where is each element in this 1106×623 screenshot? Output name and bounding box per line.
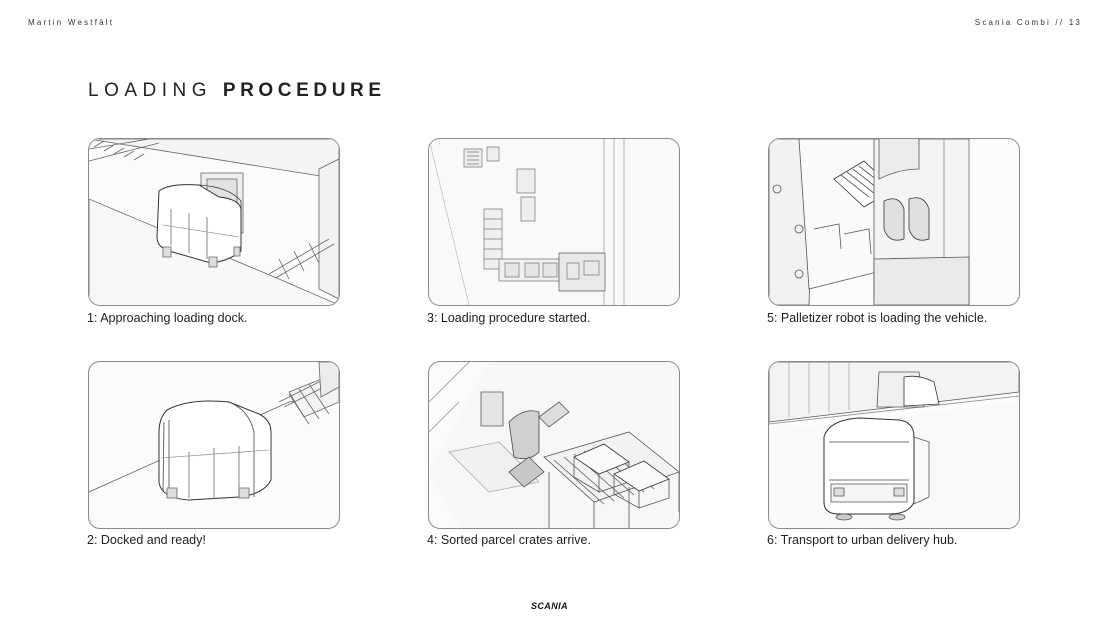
- illustration-docked-vehicle: [89, 362, 339, 528]
- caption-panel-4: 4: Sorted parcel crates arrive.: [427, 533, 591, 547]
- page-title: LOADING PROCEDURE: [88, 80, 386, 102]
- illustration-palletizer-loading: [769, 139, 1019, 305]
- illustration-transport-to-hub: [769, 362, 1019, 528]
- illustration-approaching-dock: [89, 139, 339, 305]
- storyboard-panel-4: [428, 361, 680, 529]
- storyboard-panel-5: [768, 138, 1020, 306]
- caption-panel-2: 2: Docked and ready!: [87, 533, 206, 547]
- page-title-bold: PROCEDURE: [222, 80, 386, 101]
- storyboard-panel-3: [428, 138, 680, 306]
- caption-panel-5: 5: Palletizer robot is loading the vehic…: [767, 311, 988, 325]
- storyboard-panel-1: [88, 138, 340, 306]
- caption-panel-6: 6: Transport to urban delivery hub.: [767, 533, 958, 547]
- author-name: Martin Westfält: [28, 18, 115, 27]
- illustration-loading-started: [429, 139, 679, 305]
- illustration-crates-arrive: [429, 362, 679, 528]
- scania-logo: SCANIA: [531, 601, 568, 611]
- page-title-light: LOADING: [88, 80, 213, 101]
- storyboard-panel-6: [768, 361, 1020, 529]
- project-page-label: Scania Combi // 13: [974, 18, 1082, 27]
- caption-panel-1: 1: Approaching loading dock.: [87, 311, 248, 325]
- storyboard-panel-2: [88, 361, 340, 529]
- caption-panel-3: 3: Loading procedure started.: [427, 311, 591, 325]
